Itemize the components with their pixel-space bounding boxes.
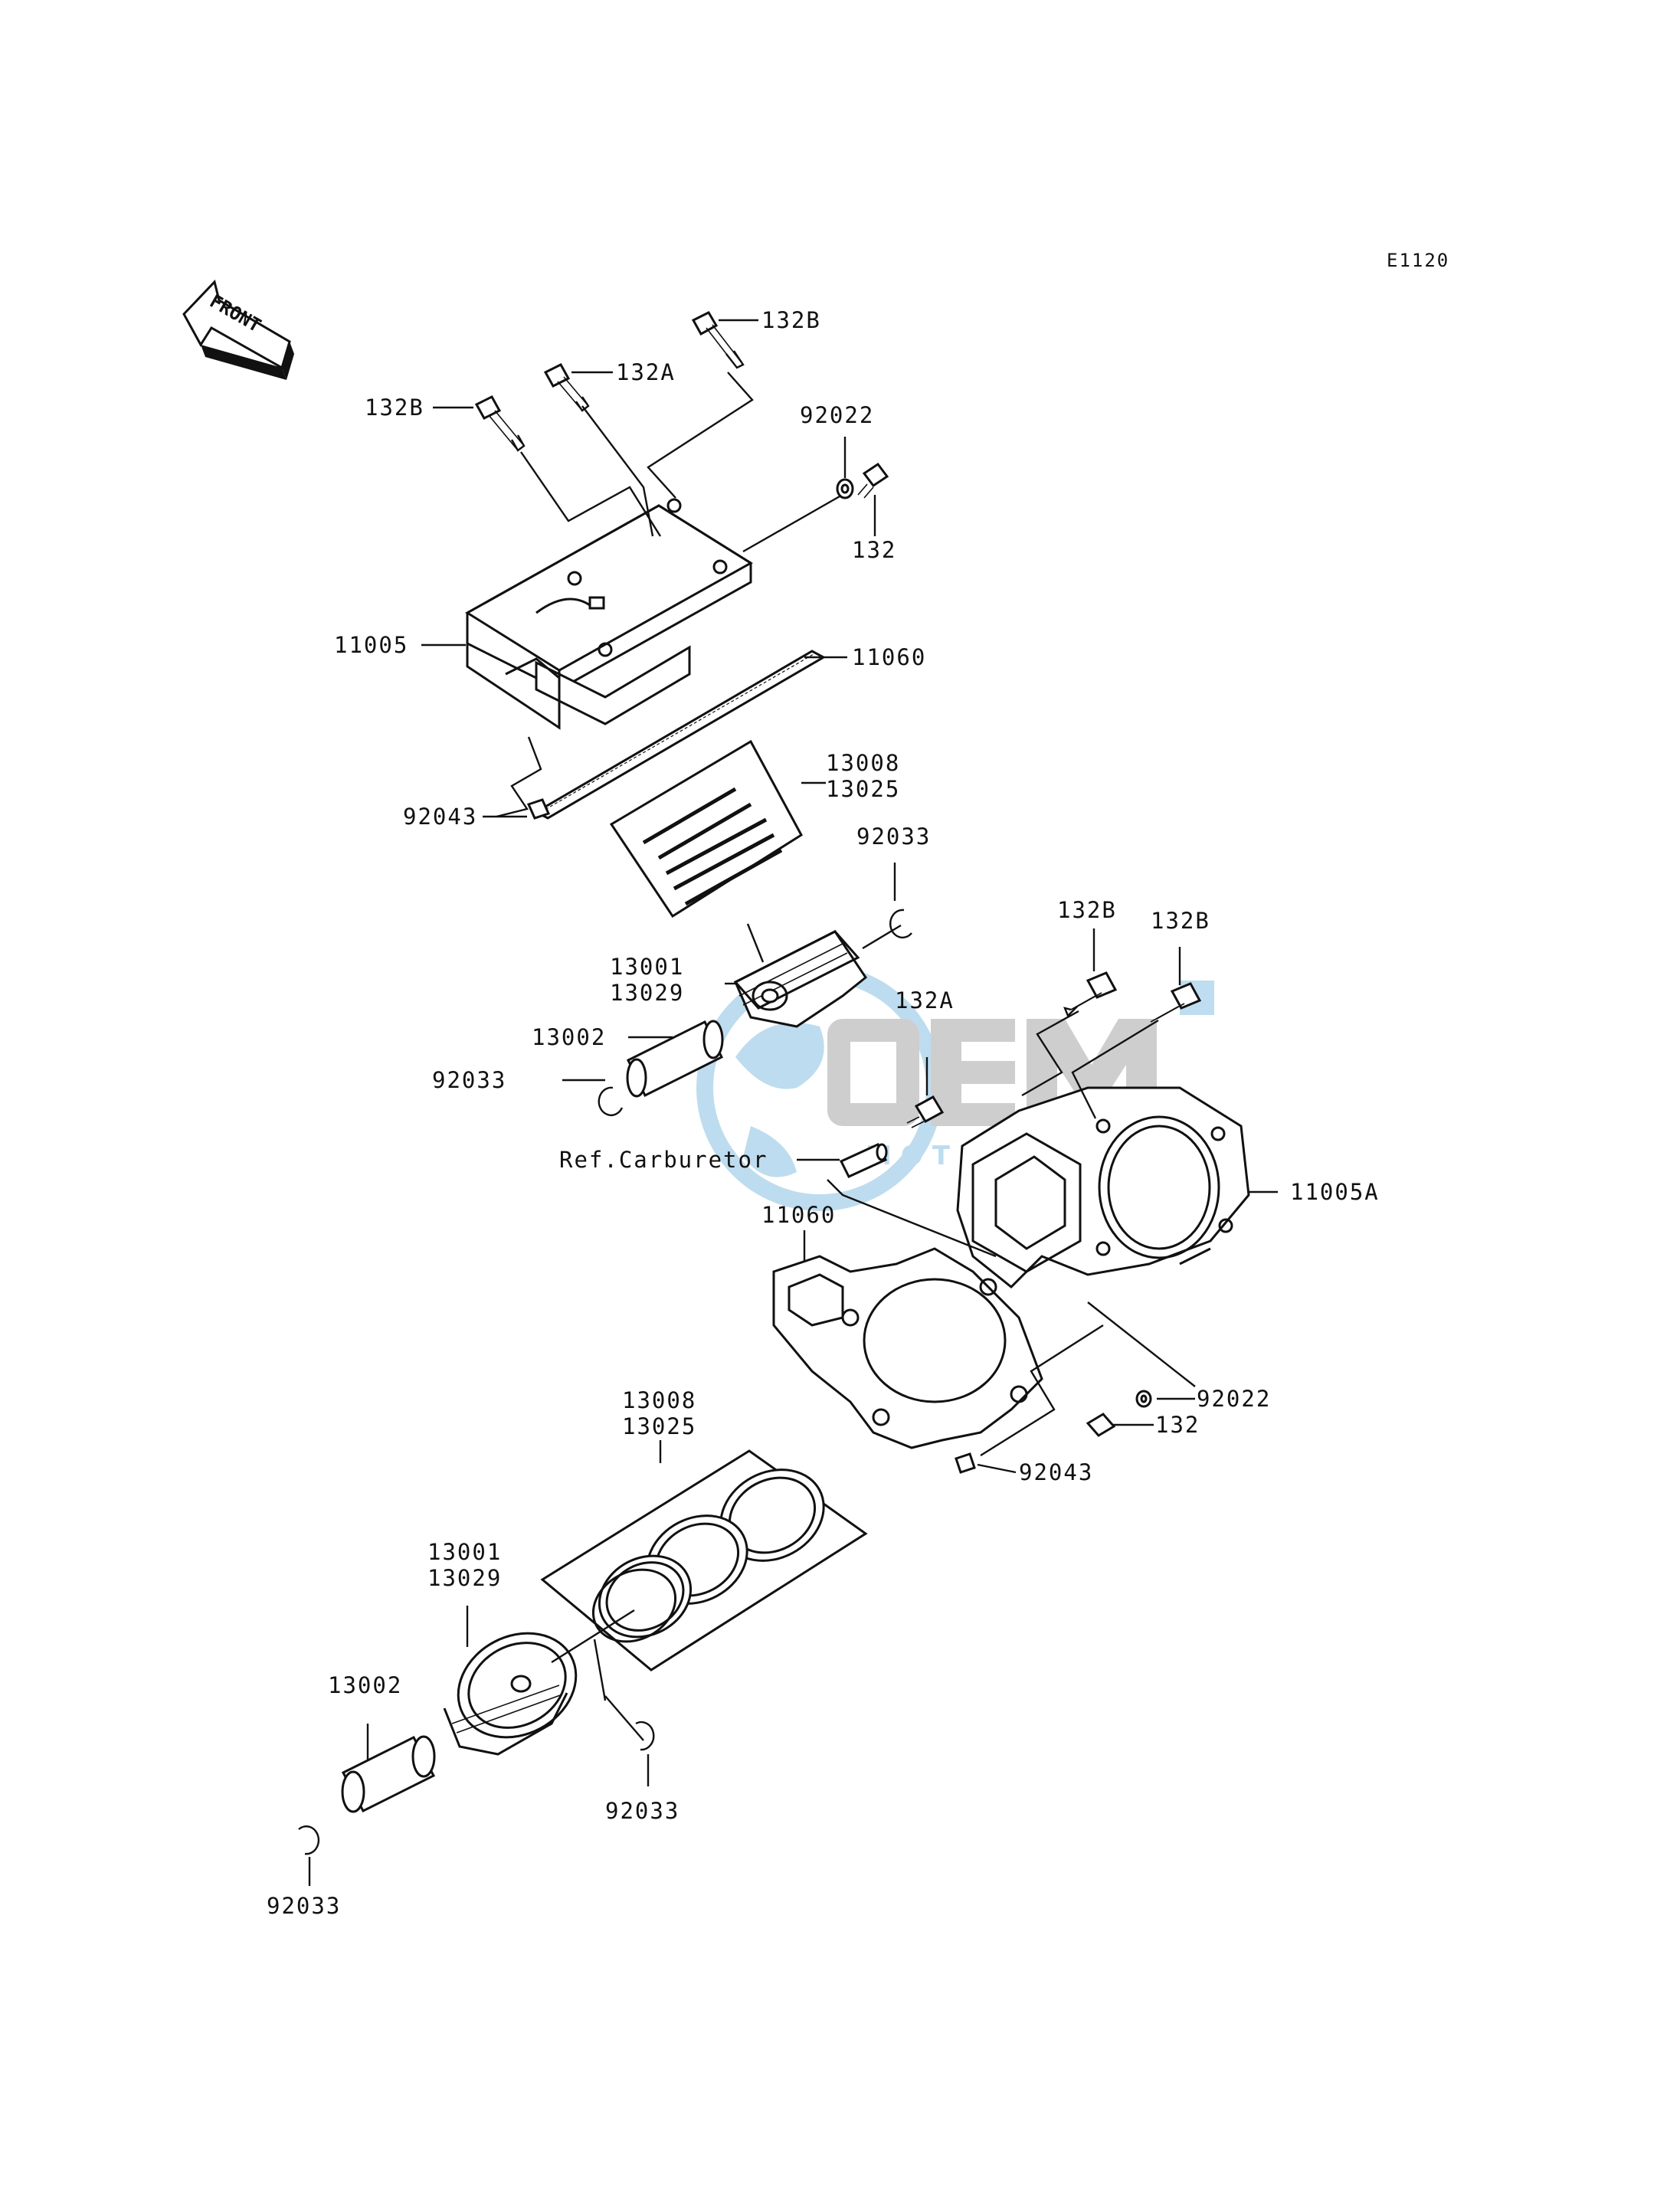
bolt-132B-left-icon: [474, 395, 526, 452]
label-92033-low-left: 92033: [267, 1893, 341, 1919]
ring-set-13008-low-icon: [540, 1449, 868, 1671]
ring-set-13008-top-icon: [609, 739, 803, 918]
piston-13001-low-icon: [443, 1632, 578, 1756]
label-132B-mid1: 132B: [1057, 897, 1117, 923]
label-92033-upper-right: 92033: [856, 823, 931, 850]
label-132A-mid: 132A: [895, 987, 955, 1013]
gasket-11060-mid-icon: [772, 1247, 1043, 1449]
label-11005A: 11005A: [1290, 1179, 1380, 1205]
label-92033-low-mid: 92033: [605, 1798, 680, 1824]
label-132B-left: 132B: [365, 395, 424, 421]
bolt-132-low-icon: [1086, 1413, 1116, 1437]
part-labels: 132B 132A 132B 92022 132 11005 11060 130…: [267, 307, 1380, 1919]
upper-cylinder-assembly: [465, 311, 912, 1117]
bolt-132A-mid-icon: [906, 1095, 945, 1128]
washer-92022-top-icon: [836, 478, 854, 499]
bolt-132-top-icon: [857, 462, 889, 499]
label-132B-mid2: 132B: [1151, 908, 1210, 934]
label-132-top: 132: [852, 537, 896, 563]
label-11060-mid: 11060: [761, 1202, 836, 1228]
label-13029-top: 13029: [610, 980, 684, 1006]
circlip-92033-upper-left-icon: [598, 1086, 624, 1117]
label-13008-top: 13008: [826, 750, 900, 776]
circlip-92033-low-left-icon: [298, 1825, 320, 1855]
diagram-code: E1120: [1387, 250, 1449, 271]
label-13008-low: 13008: [622, 1387, 696, 1413]
label-13029-low: 13029: [427, 1565, 502, 1591]
piston-pin-13002-low-icon: [341, 1735, 436, 1813]
piston-pin-13002-top-icon: [626, 1020, 724, 1098]
label-92043-low: 92043: [1019, 1459, 1093, 1485]
label-11060-top: 11060: [852, 644, 926, 670]
label-11005: 11005: [334, 632, 408, 658]
cylinder-11005A-icon: [956, 1086, 1250, 1289]
circlip-92033-upper-right-icon: [889, 909, 912, 939]
label-ref-carburetor: Ref.Carburetor: [559, 1147, 768, 1173]
label-132A-top: 132A: [616, 359, 676, 385]
label-13001-top: 13001: [610, 954, 684, 980]
label-92033-upper-left: 92033: [432, 1067, 506, 1093]
lower-cylinder-assembly: [298, 971, 1250, 1855]
label-92022-low: 92022: [1197, 1386, 1271, 1412]
circlip-92033-low-mid-icon: [635, 1721, 655, 1751]
label-13002-low: 13002: [328, 1672, 402, 1698]
label-13001-low: 13001: [427, 1539, 502, 1565]
bolt-132A-top-icon: [543, 363, 590, 412]
label-92043-top: 92043: [403, 804, 477, 830]
label-13002-top: 13002: [532, 1024, 606, 1050]
cylinder-11005-icon: [465, 498, 753, 730]
bolt-132B-mid2-icon: [1150, 982, 1202, 1023]
label-92022-top: 92022: [800, 402, 874, 428]
label-13025-top: 13025: [826, 776, 900, 802]
label-132-low: 132: [1155, 1412, 1200, 1438]
washer-92022-low-icon: [1135, 1390, 1152, 1408]
label-132B-top: 132B: [761, 307, 821, 333]
front-arrow-icon: FRONT: [182, 279, 294, 380]
carburetor-fitting-icon: [839, 1143, 888, 1178]
dowel-92043-low-icon: [955, 1452, 976, 1474]
bolt-132B-mid1-icon: [1063, 971, 1118, 1018]
label-13025-low: 13025: [622, 1413, 696, 1439]
bolt-132B-top-icon: [691, 311, 745, 369]
dowel-92043-top-icon: [526, 798, 551, 820]
piston-13001-top-icon: [733, 930, 868, 1028]
leader-lines: [308, 319, 1278, 1886]
